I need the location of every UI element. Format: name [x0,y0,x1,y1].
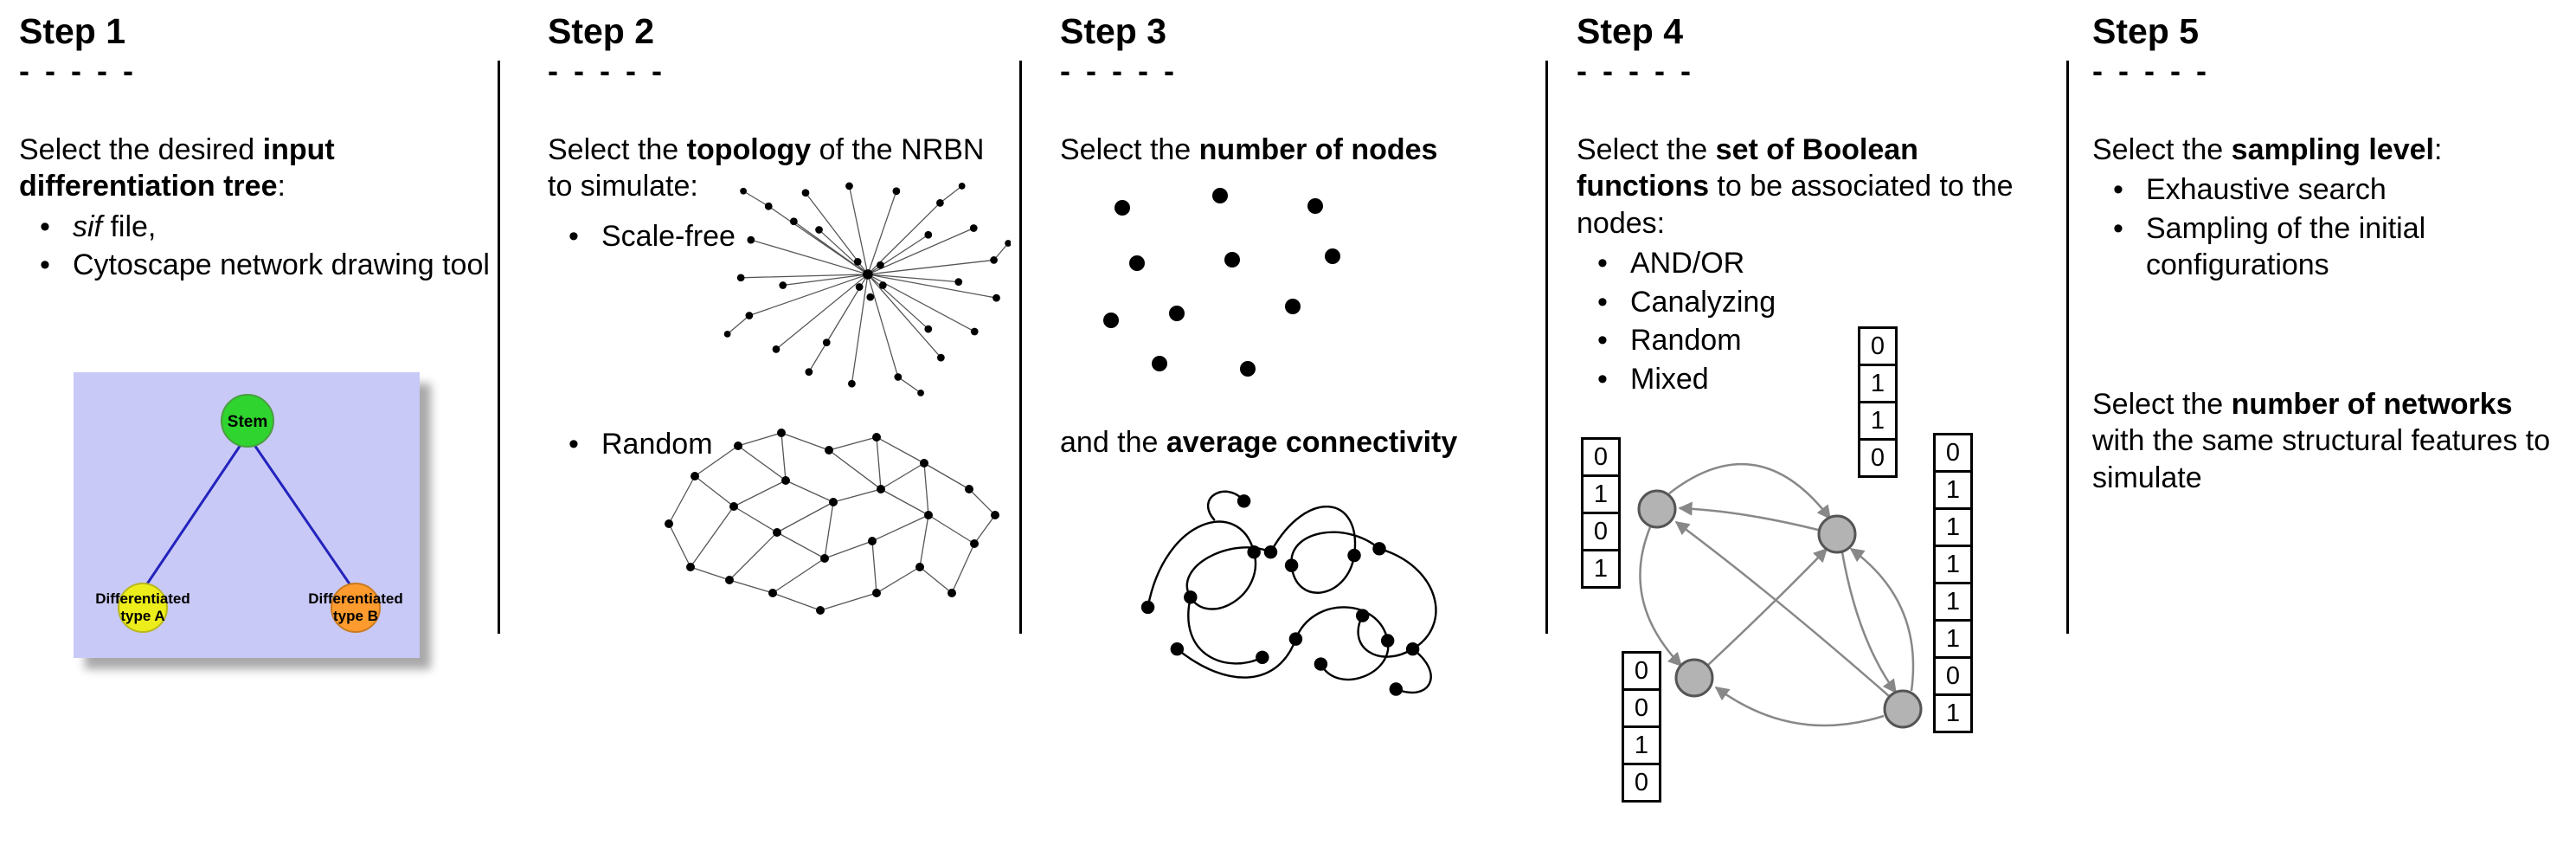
random-nodes [665,429,999,615]
step-5-intro: Select the sampling level: [2092,132,2443,166]
type-b-label-line2: type B [333,608,378,624]
step-3-dashes: - - - - - [1060,52,1178,88]
step-4-title: Step 4 [1577,11,1684,51]
truth-table-left: 0 1 0 1 [1581,437,1621,589]
step-5-networks-text: Select the number of networks with the s… [2092,387,2551,494]
node-dots [1103,188,1340,377]
type-a-label-line1: Differentiated [95,590,190,607]
step-1-dashes: - - - - - [19,52,137,88]
step-5-title: Step 5 [2092,11,2200,51]
boolean-node-4 [1883,689,1923,729]
truth-table-cell: 1 [1933,507,1973,547]
tangle-nodes [1140,494,1420,696]
truth-table-cell: 1 [1858,364,1898,403]
stem-node [221,394,274,448]
boolean-network-nodes [1637,489,1923,729]
connectivity-tangle-figure [1140,490,1437,696]
step-4-column: Step 4 - - - - - Select the set of Boole… [1577,0,2054,851]
option-scale-free: Scale-free [548,218,736,255]
stem-label: Stem [228,413,267,431]
step-3-column: Step 3 - - - - - Select the number of no… [1060,0,1536,851]
step-3-connectivity-text: and the average connectivity [1060,426,1458,459]
boolean-node-1 [1637,489,1677,529]
type-a-node [118,583,168,633]
step-5-column: Step 5 - - - - - Select the sampling lev… [2092,0,2568,851]
boolean-network-edges [1639,462,1915,727]
step-4-intro: Select the set of Boolean functions to b… [1577,132,2014,240]
differentiation-tree-svg: Stem Differentiated type A Differentiate… [74,372,420,658]
truth-table-bottom: 0 0 1 0 [1622,651,1661,803]
truth-table-cell: 0 [1858,438,1898,478]
truth-table-cell: 0 [1933,656,1973,696]
truth-table-cell: 1 [1933,582,1973,622]
scale-free-edges [727,185,1009,394]
tree-edge-a [145,444,242,586]
truth-table-cell: 1 [1933,470,1973,510]
step-2-dashes: - - - - - [548,52,665,88]
differentiation-tree-figure: Stem Differentiated type A Differentiate… [74,372,420,658]
truth-table-cell: 1 [1933,545,1973,584]
option-cytoscape: Cytoscape network drawing tool [19,247,493,284]
option-mixed: Mixed [1577,361,2054,398]
step-5-dashes: - - - - - [2092,52,2210,88]
option-random-functions: Random [1577,322,2054,359]
truth-table-cell: 1 [1933,693,1973,733]
scale-free-network-figure [723,182,1011,396]
random-network-figure [665,429,999,615]
step-1-intro: Select the desired input differentiation… [19,132,335,203]
truth-table-cell: 0 [1622,651,1661,691]
type-b-node [331,583,381,633]
truth-table-cell: 0 [1622,688,1661,728]
option-sif-file: sif file, [19,209,493,246]
type-a-label-line2: type A [120,608,164,624]
tree-edge-b [253,444,352,586]
truth-table-cell: 1 [1581,474,1621,514]
tangle-curves [1147,490,1437,694]
truth-table-cell: 0 [1858,326,1898,366]
truth-table-cell: 0 [1581,437,1621,477]
option-and-or: AND/OR [1577,245,2054,282]
step-1-column: Step 1 - - - - - Select the desired inpu… [19,0,493,851]
step-2-title: Step 2 [548,11,655,51]
step-1-title: Step 1 [19,11,126,51]
truth-table-right: 0 1 1 1 1 1 0 1 [1933,433,1973,733]
column-divider [498,61,500,634]
step-2-column: Step 2 - - - - - Select the topology of … [548,0,1011,851]
truth-table-cell: 0 [1581,512,1621,551]
scale-free-nodes [723,182,1011,396]
truth-table-cell: 1 [1622,725,1661,765]
column-divider [2066,61,2069,634]
boolean-node-2 [1817,514,1857,554]
column-divider [1545,61,1548,634]
truth-table-cell: 0 [1622,763,1661,803]
option-sampling-initial-configurations: Sampling of the initial configurations [2092,210,2568,284]
truth-table-cell: 1 [1933,619,1973,659]
option-canalyzing: Canalyzing [1577,284,2054,321]
truth-table-cell: 0 [1933,433,1973,473]
option-random: Random [548,426,713,463]
step-3-intro: Select the number of nodes [1060,132,1438,166]
truth-table-top: 0 1 1 0 [1858,326,1898,478]
option-exhaustive-search: Exhaustive search [2092,171,2568,209]
step-5-options: Exhaustive search Sampling of the initia… [2092,171,2568,284]
truth-table-cell: 1 [1581,549,1621,589]
type-b-label-line1: Differentiated [308,590,403,607]
step-3-title: Step 3 [1060,11,1167,51]
boolean-network-figure [1637,462,1923,729]
step-4-dashes: - - - - - [1577,52,1694,88]
column-divider [1019,61,1022,634]
boolean-node-3 [1674,658,1714,698]
step-2-intro: Select the topology of the NRBN to simul… [548,132,985,203]
nodes-dots-figure [1103,188,1340,377]
step-1-options: sif file, Cytoscape network drawing tool [19,209,493,284]
step-4-options: AND/OR Canalyzing Random Mixed [1577,245,2054,397]
random-edges [668,432,996,611]
truth-table-cell: 1 [1858,401,1898,441]
